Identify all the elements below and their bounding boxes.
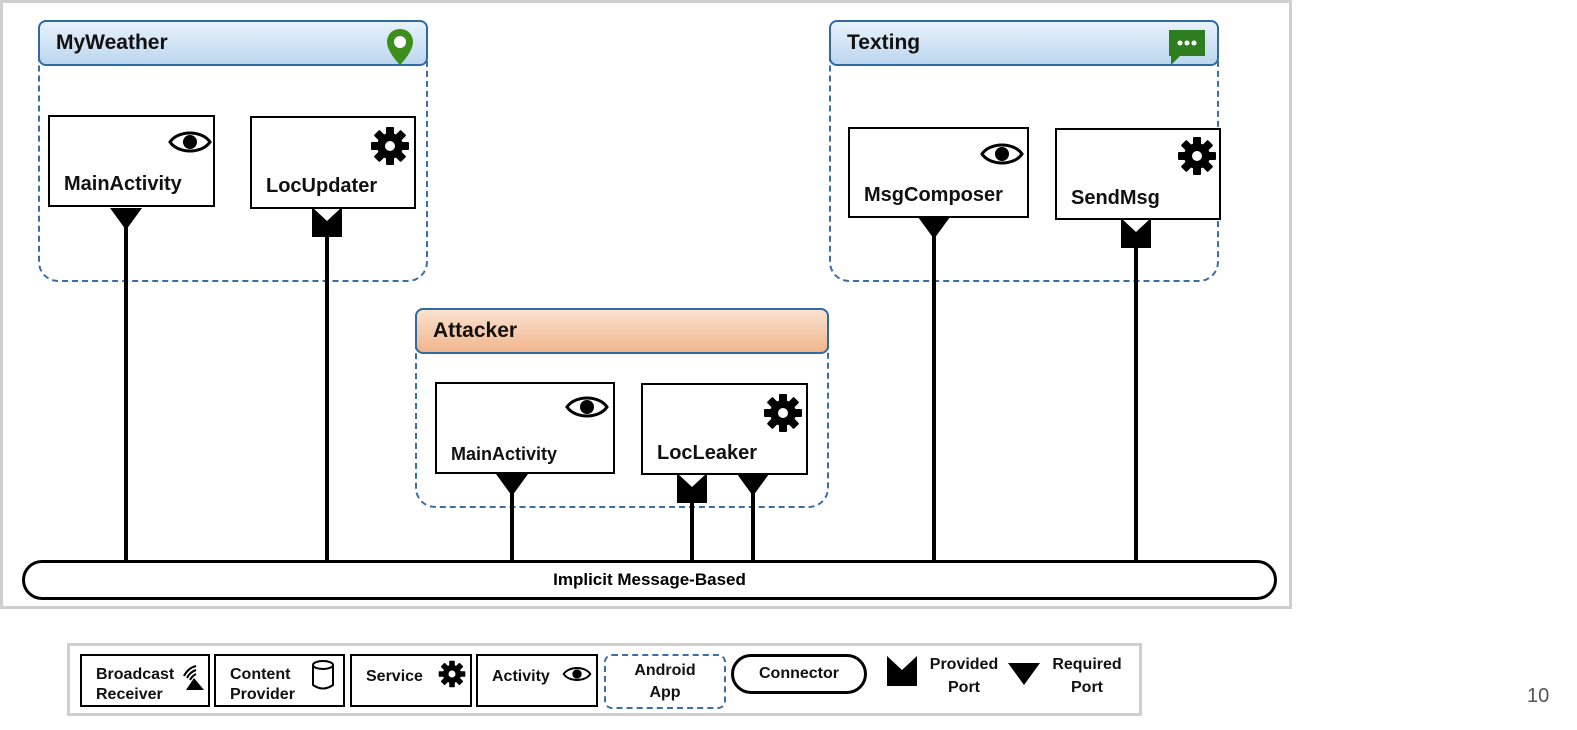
- legend-label: Content: [230, 666, 291, 683]
- gear-icon: [1178, 137, 1216, 175]
- legend-broadcast-receiver: Broadcast Receiver: [80, 654, 210, 707]
- component-label: MainActivity: [64, 173, 182, 195]
- legend-required-port: Required Port: [1042, 654, 1132, 704]
- provided-port-icon: [1121, 218, 1151, 248]
- gear-icon: [438, 660, 466, 688]
- legend-content-provider: Content Provider: [214, 654, 345, 707]
- connector-label: Implicit Message-Based: [553, 570, 746, 589]
- legend-label: Provided: [929, 656, 999, 673]
- legend-label: Connector: [759, 665, 839, 682]
- legend-label: Broadcast: [96, 666, 175, 683]
- required-port-icon: [110, 208, 142, 230]
- component-label: MsgComposer: [864, 184, 1003, 206]
- required-port-icon: [496, 474, 528, 496]
- component-label: LocLeaker: [657, 442, 758, 464]
- legend-label: Provider: [230, 686, 295, 703]
- database-icon: [312, 660, 334, 690]
- component-label: LocUpdater: [266, 175, 378, 197]
- eye-icon: [562, 667, 592, 681]
- slide-number: 10: [1527, 685, 1550, 707]
- component-label: SendMsg: [1071, 187, 1160, 209]
- component-msgcomposer: MsgComposer: [848, 127, 1029, 218]
- legend-connector: Connector: [731, 654, 867, 694]
- legend-label: Activity: [492, 668, 550, 685]
- legend-label: Service: [366, 668, 423, 685]
- app-myweather-header: MyWeather: [38, 20, 428, 66]
- provided-port-icon: [677, 473, 707, 503]
- provided-port-icon: [887, 656, 917, 686]
- legend-label: Port: [948, 679, 980, 696]
- legend-label: Required: [1052, 656, 1122, 673]
- diagram-frame: [0, 0, 1292, 609]
- legend-android-app: Android App: [604, 654, 726, 709]
- gear-icon: [371, 127, 409, 165]
- legend-label: App: [649, 684, 681, 701]
- required-port-icon: [737, 474, 769, 496]
- legend-label: Android: [634, 662, 696, 679]
- gear-icon: [764, 394, 802, 432]
- legend-activity: Activity: [476, 654, 598, 707]
- component-locleaker: LocLeaker: [641, 383, 808, 475]
- app-attacker-title: Attacker: [433, 319, 518, 342]
- component-sendmsg: SendMsg: [1055, 128, 1221, 220]
- required-port-icon: [918, 217, 950, 239]
- component-locupdater: LocUpdater: [250, 116, 416, 209]
- chat-bubble-icon: [1169, 30, 1205, 65]
- component-myweather-mainactivity: MainActivity: [48, 115, 215, 207]
- component-attacker-mainactivity: MainActivity: [435, 382, 615, 474]
- app-texting-title: Texting: [847, 31, 921, 54]
- legend-service: Service: [350, 654, 472, 707]
- legend-label: Receiver: [96, 686, 163, 703]
- app-attacker: Attacker: [415, 308, 829, 508]
- app-texting: Texting: [829, 20, 1219, 282]
- provided-port-icon: [312, 207, 342, 237]
- broadcast-receiver-icon: [183, 665, 204, 690]
- required-port-icon: [1008, 663, 1040, 685]
- location-pin-icon: [387, 29, 413, 65]
- eye-icon: [565, 396, 609, 418]
- app-myweather-title: MyWeather: [56, 31, 168, 54]
- legend-provided-port: Provided Port: [922, 654, 1012, 704]
- component-label: MainActivity: [451, 444, 558, 464]
- eye-icon: [168, 131, 212, 153]
- connector-implicit-message-based: Implicit Message-Based: [22, 560, 1277, 600]
- legend: Broadcast Receiver Content Provider Serv…: [67, 643, 1142, 716]
- app-attacker-header: Attacker: [415, 308, 829, 354]
- app-myweather: MyWeather: [38, 20, 428, 282]
- app-texting-header: Texting: [829, 20, 1219, 66]
- legend-label: Port: [1071, 679, 1103, 696]
- eye-icon: [980, 143, 1024, 165]
